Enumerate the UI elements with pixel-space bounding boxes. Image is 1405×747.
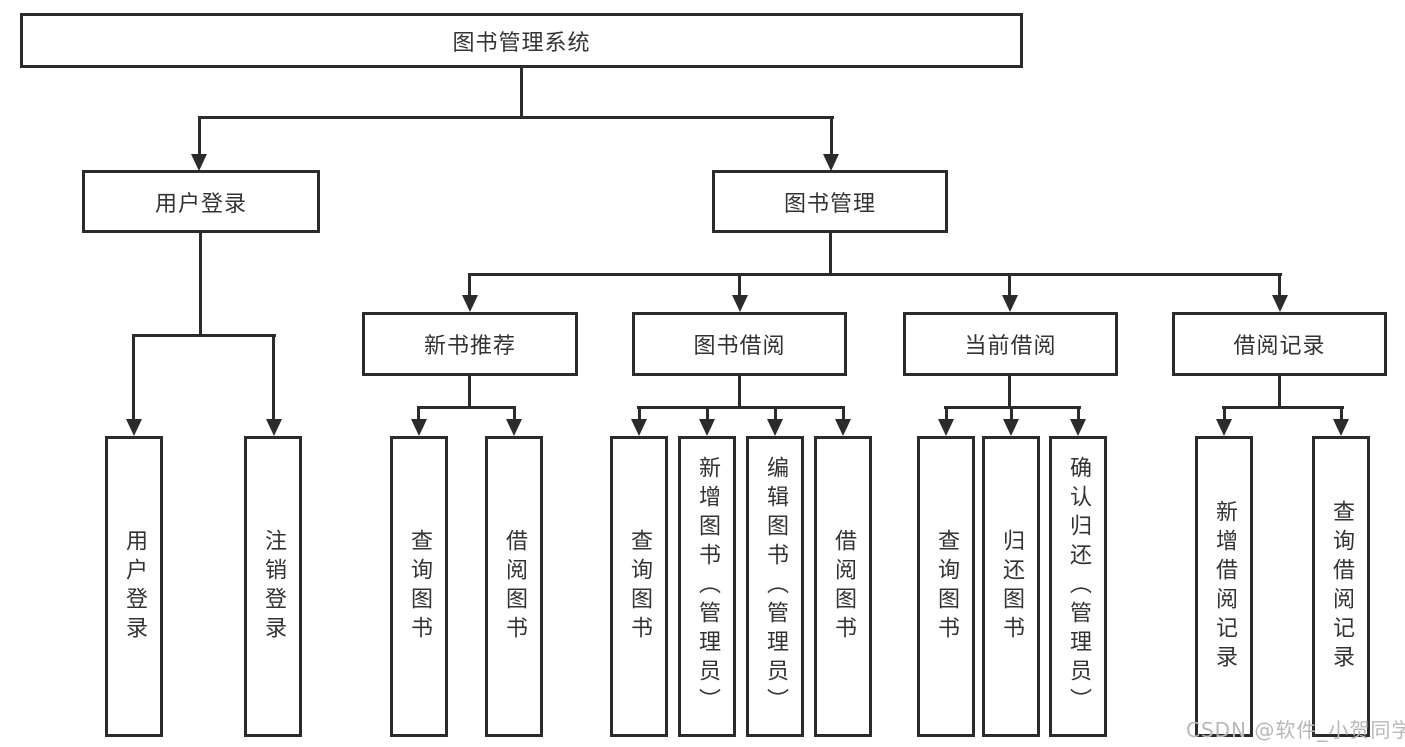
arrowhead — [699, 419, 715, 436]
connector-vline — [706, 406, 709, 421]
connector-vline — [830, 116, 833, 156]
node-label: 查询借阅记录 — [1329, 499, 1354, 674]
node-label: 查询图书 — [934, 528, 959, 645]
connector-vline — [468, 374, 471, 409]
arrowhead — [1070, 419, 1086, 436]
node-book-borrowing: 图书借阅 — [632, 312, 847, 376]
arrowhead — [938, 419, 954, 436]
node-query-books: 查询图书 — [917, 436, 975, 737]
connector-vline — [1077, 406, 1080, 421]
connector-vline — [468, 273, 471, 298]
arrowhead — [191, 154, 207, 171]
connector-hline — [417, 406, 516, 409]
connector-vline — [774, 406, 777, 421]
connector-vline — [1008, 273, 1011, 298]
connector-vline — [417, 406, 420, 421]
arrowhead — [266, 419, 282, 436]
node-user-login-branch: 用户登录 — [82, 170, 320, 233]
node-borrowing-records: 借阅记录 — [1172, 312, 1387, 376]
node-query-books: 查询图书 — [390, 436, 448, 737]
connector-vline — [520, 66, 523, 119]
arrowhead — [823, 154, 839, 171]
node-borrow-books: 借阅图书 — [485, 436, 543, 737]
arrowhead — [835, 419, 851, 436]
node-label: 查询图书 — [407, 528, 432, 645]
arrowhead — [411, 419, 427, 436]
node-book-management: 图书管理 — [712, 170, 948, 233]
arrowhead — [631, 419, 647, 436]
node-new-book-recommendation: 新书推荐 — [362, 312, 578, 376]
connector-hline — [468, 273, 1282, 276]
node-label: 注销登录 — [261, 528, 286, 645]
arrowhead — [1003, 419, 1019, 436]
node-label: 用户登录 — [122, 528, 147, 645]
connector-vline — [738, 273, 741, 298]
connector-vline — [638, 406, 641, 421]
node-confirm-return-admin: 确认归还（管理员） — [1049, 436, 1107, 737]
connector-vline — [1340, 406, 1343, 421]
node-label: 确认归还（管理员） — [1066, 456, 1091, 717]
connector-vline — [513, 406, 516, 421]
node-add-borrow-record: 新增借阅记录 — [1195, 436, 1253, 737]
node-user-login-leaf: 用户登录 — [105, 436, 163, 737]
connector-vline — [199, 231, 202, 337]
node-add-book-admin: 新增图书（管理员） — [678, 436, 736, 737]
connector-vline — [198, 116, 201, 156]
connector-vline — [945, 406, 948, 421]
connector-vline — [132, 334, 135, 420]
arrowhead — [506, 419, 522, 436]
arrowhead — [1272, 295, 1288, 312]
arrowhead — [767, 419, 783, 436]
node-edit-book-admin: 编辑图书（管理员） — [746, 436, 804, 737]
connector-vline — [1278, 374, 1281, 409]
arrowhead — [1333, 419, 1349, 436]
connector-hline — [1222, 406, 1344, 409]
connector-vline — [272, 334, 275, 420]
node-current-borrowing: 当前借阅 — [903, 312, 1118, 376]
node-return-books: 归还图书 — [982, 436, 1040, 737]
node-label: 编辑图书（管理员） — [763, 456, 788, 717]
node-label: 新增图书（管理员） — [695, 456, 720, 717]
connector-vline — [829, 231, 832, 276]
connector-vline — [842, 406, 845, 421]
node-logout: 注销登录 — [244, 436, 302, 737]
node-label: 新增借阅记录 — [1212, 499, 1237, 674]
connector-vline — [1010, 406, 1013, 421]
node-label: 借阅图书 — [831, 528, 856, 645]
arrowhead — [732, 295, 748, 312]
node-label: 查询图书 — [627, 528, 652, 645]
node-query-borrow-record: 查询借阅记录 — [1312, 436, 1370, 737]
arrowhead — [1002, 295, 1018, 312]
csdn-watermark: CSDN @软件_小贺同学 — [1186, 718, 1405, 742]
node-library-management-system: 图书管理系统 — [20, 13, 1023, 68]
connector-hline — [198, 116, 834, 119]
node-borrow-books: 借阅图书 — [814, 436, 872, 737]
node-query-books: 查询图书 — [610, 436, 668, 737]
connector-vline — [1278, 273, 1281, 298]
arrowhead — [126, 419, 142, 436]
arrowhead — [1216, 419, 1232, 436]
node-label: 归还图书 — [999, 528, 1024, 645]
connector-vline — [1008, 374, 1011, 409]
node-label: 借阅图书 — [502, 528, 527, 645]
connector-vline — [1223, 406, 1226, 421]
connector-vline — [738, 374, 741, 409]
arrowhead — [462, 295, 478, 312]
connector-hline — [637, 406, 845, 409]
connector-hline — [132, 334, 276, 337]
